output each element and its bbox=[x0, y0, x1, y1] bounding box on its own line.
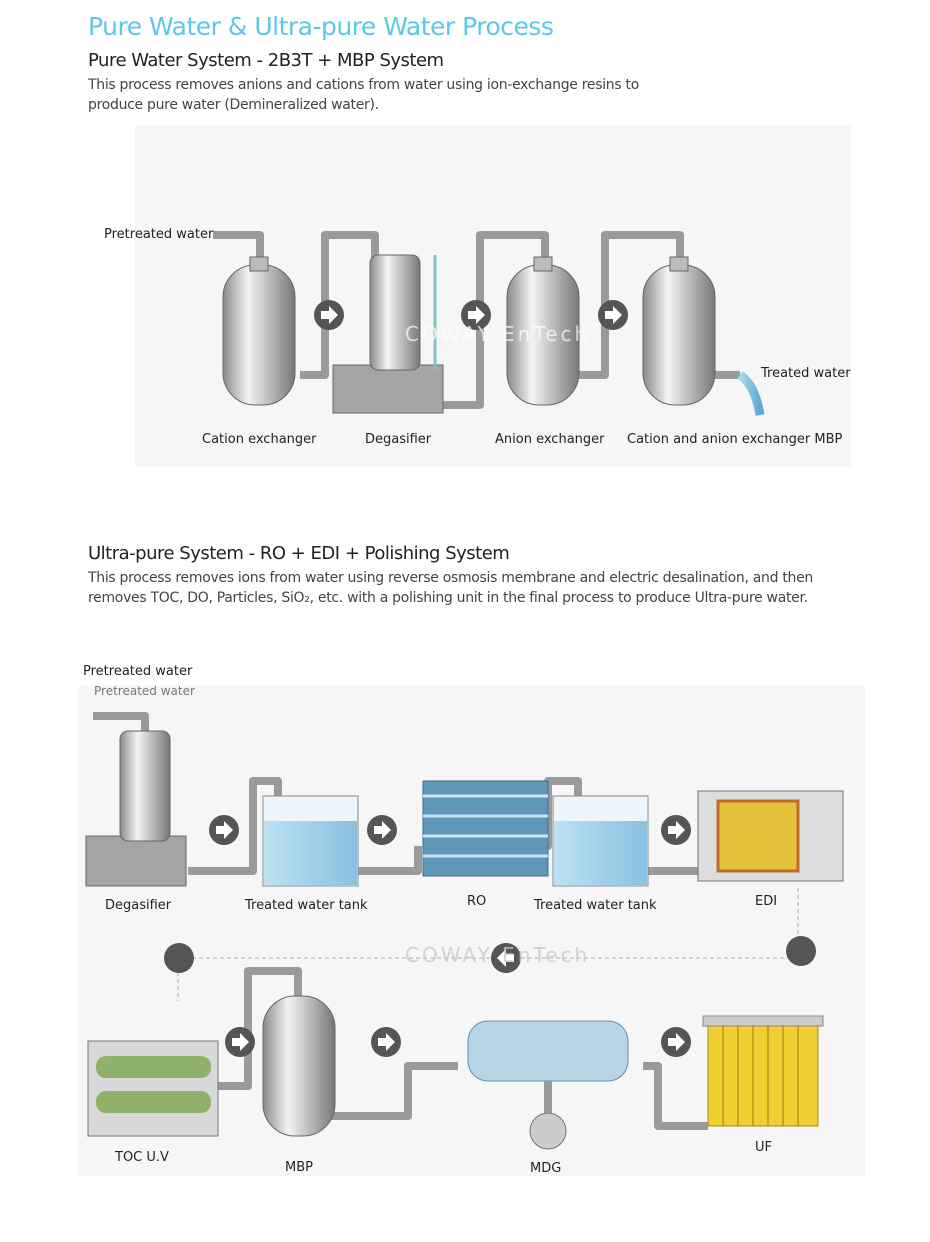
cation-exchanger-label: Cation exchanger bbox=[202, 432, 317, 447]
ultra-inlet-label: Pretreated water bbox=[83, 664, 193, 679]
mdg-label: MDG bbox=[530, 1161, 562, 1176]
mbp-label: MBP bbox=[285, 1160, 313, 1175]
treated-water-tank-1 bbox=[262, 795, 359, 887]
flow-return-icon bbox=[164, 943, 194, 973]
flow-arrow-icon bbox=[461, 300, 491, 330]
ultra-system-diagram bbox=[78, 686, 865, 1176]
pure-system-diagram bbox=[135, 125, 851, 467]
ultra-system-heading: Ultra-pure System - RO + EDI + Polishing… bbox=[88, 543, 510, 564]
anion-exchanger-tank bbox=[506, 256, 580, 406]
treated-water-flow bbox=[737, 371, 765, 416]
pure-outlet-label: Treated water bbox=[761, 366, 851, 381]
flow-arrow-icon bbox=[367, 815, 397, 845]
mbp-tank bbox=[642, 256, 716, 406]
flow-arrow-icon bbox=[314, 300, 344, 330]
edi-unit bbox=[697, 790, 844, 882]
mbp-label: Cation and anion exchanger MBP bbox=[627, 432, 843, 447]
pure-system-heading: Pure Water System - 2B3T + MBP System bbox=[88, 50, 444, 71]
anion-exchanger-label: Anion exchanger bbox=[495, 432, 605, 447]
uf-unit bbox=[702, 1015, 824, 1127]
flow-arrow-icon bbox=[661, 815, 691, 845]
flow-arrow-left-icon bbox=[491, 943, 521, 973]
flow-arrow-icon bbox=[598, 300, 628, 330]
edi-label: EDI bbox=[755, 894, 778, 909]
degasifier-label: Degasifier bbox=[365, 432, 432, 447]
flow-arrow-icon bbox=[209, 815, 239, 845]
degasifier-unit bbox=[332, 254, 444, 414]
toc-label: TOC U.V bbox=[115, 1150, 169, 1165]
pure-system-description: This process removes anions and cations … bbox=[88, 77, 639, 113]
mbp-tank bbox=[262, 995, 336, 1137]
flow-arrow-icon bbox=[225, 1027, 255, 1057]
ultra-system-illustration bbox=[85, 712, 844, 1150]
pure-system-illustration bbox=[213, 231, 765, 416]
pure-inlet-label: Pretreated water bbox=[104, 227, 214, 242]
page-title: Pure Water & Ultra-pure Water Process bbox=[88, 12, 554, 41]
tank1-label: Treated water tank bbox=[245, 898, 368, 913]
degasifier-unit bbox=[85, 730, 187, 887]
mdg-unit bbox=[467, 1020, 629, 1150]
flow-arrow-icon bbox=[661, 1027, 691, 1057]
ultra-system-description: This process removes ions from water usi… bbox=[88, 570, 813, 606]
ro-unit bbox=[422, 780, 549, 877]
inlet-pipe bbox=[213, 231, 264, 265]
flow-arrow-icon bbox=[371, 1027, 401, 1057]
watermark: COWAY EnTech bbox=[405, 943, 591, 967]
tank2-label: Treated water tank bbox=[534, 898, 657, 913]
ultra-inlet-small-label: Pretreated water bbox=[94, 684, 195, 698]
uf-label: UF bbox=[755, 1140, 772, 1155]
cation-exchanger-tank bbox=[222, 256, 296, 406]
toc-uv-unit bbox=[87, 1040, 219, 1137]
treated-water-tank-2 bbox=[552, 795, 649, 887]
flow-return-icon bbox=[786, 936, 816, 966]
watermark: COWAY EnTech bbox=[405, 322, 591, 346]
ro-label: RO bbox=[467, 894, 487, 909]
degasifier-label: Degasifier bbox=[105, 898, 172, 913]
